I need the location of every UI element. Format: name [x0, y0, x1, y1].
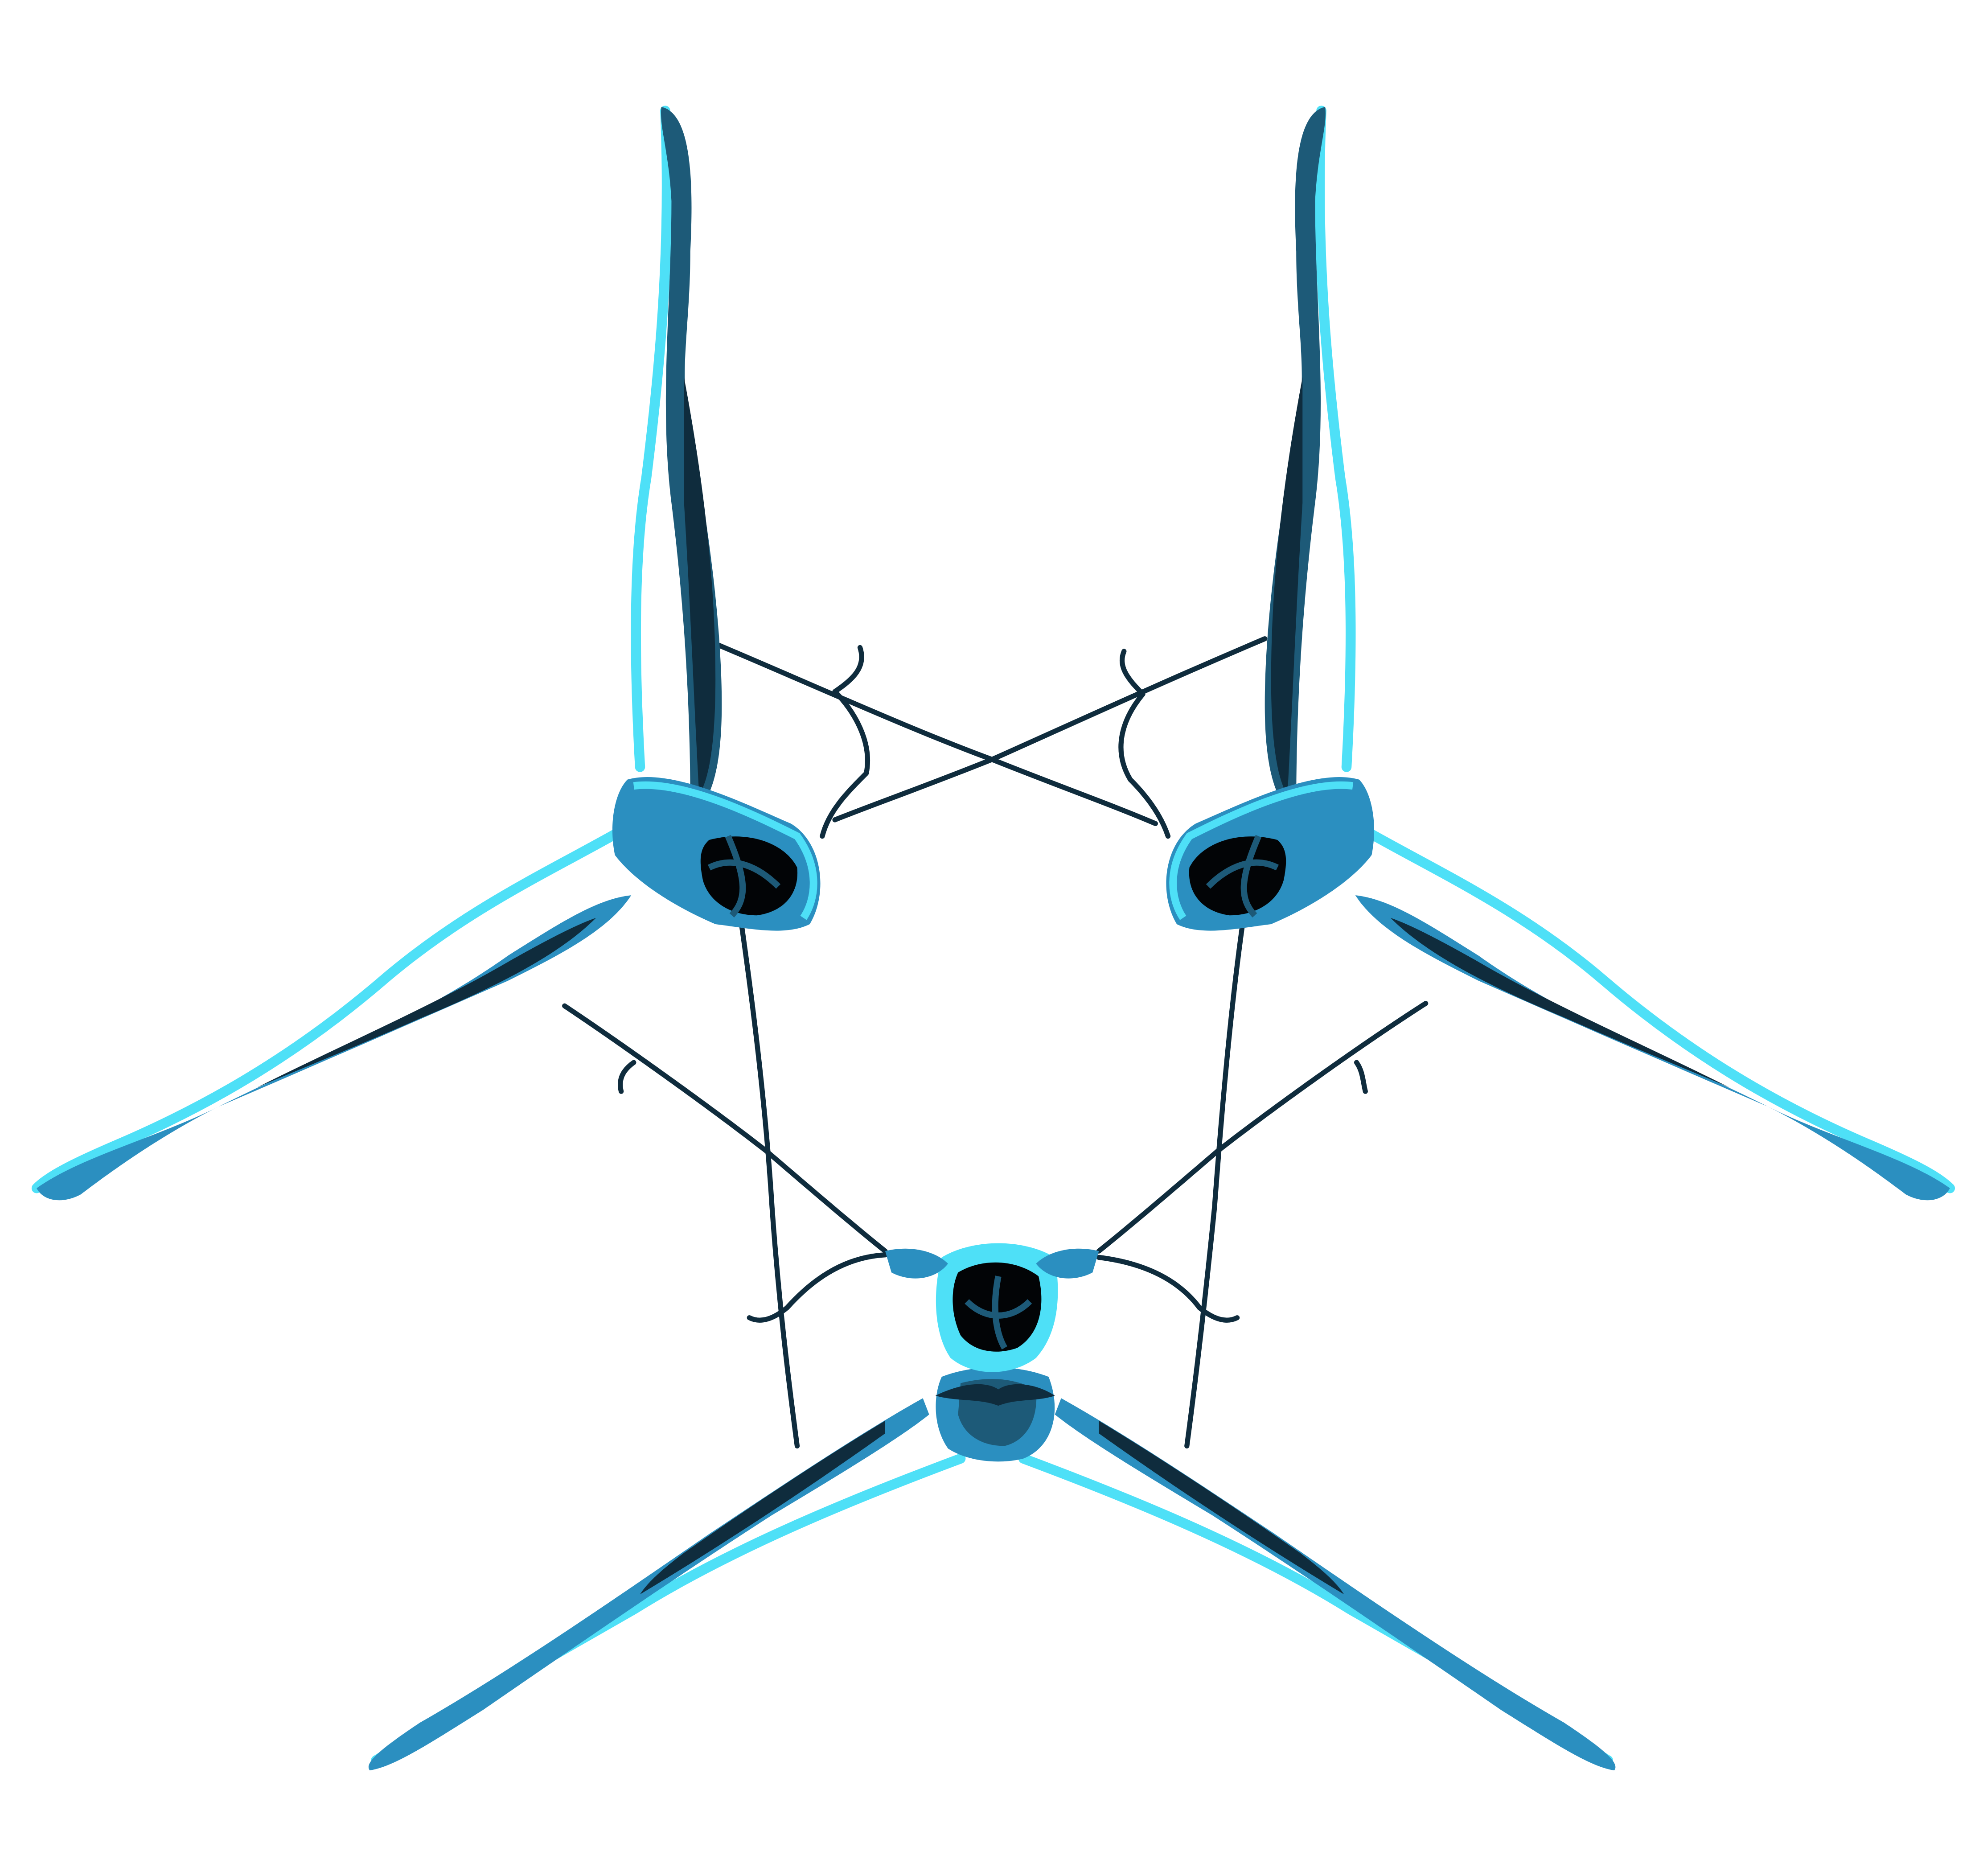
vertical-right [1184, 915, 1246, 1449]
branch-left-lower-hook [618, 1060, 636, 1094]
neuron-bottom [368, 1243, 1616, 1771]
dendrite-left-core [37, 895, 632, 1201]
vertical-left [738, 915, 800, 1449]
soma-shoulder-left [885, 1248, 948, 1279]
branch-top-right-hook [1118, 649, 1171, 839]
branch-right-lower [1096, 1001, 1429, 1254]
soma-shoulder-right [1036, 1248, 1099, 1279]
soma-inner-pattern [707, 835, 781, 918]
dendrite-left-dark [1390, 917, 1730, 1088]
soma-membrane-highlight [633, 781, 817, 920]
dendrite-left-dark [256, 917, 596, 1088]
dendrite-lower-right-dark [1099, 1421, 1344, 1595]
dendrite-up-outline [631, 105, 672, 772]
axon-cross-right-to-left [832, 636, 1268, 823]
dendrite-up-dark [1271, 377, 1303, 795]
soma-waist [935, 1384, 1055, 1406]
soma-nucleus [1189, 836, 1286, 916]
soma-nucleus [700, 836, 798, 916]
branch-left-lower [562, 1003, 888, 1254]
dendrite-left-core [1355, 895, 1950, 1201]
branch-right-lower-tendril [1096, 1255, 1240, 1323]
dendrite-lower-left-dark [640, 1421, 885, 1595]
dendrite-left-outline [31, 819, 639, 1193]
soma-membrane-highlight [1169, 781, 1354, 920]
background [5, 0, 1974, 1876]
dendrite-up-dark [684, 377, 716, 795]
axon-cross-left-to-right [713, 641, 1158, 826]
branch-left-lower-tendril [747, 1252, 888, 1323]
soma-inner-pattern [1206, 835, 1279, 918]
neuron-top-left [31, 105, 821, 1201]
connecting-network [562, 636, 1429, 1449]
soma-nucleus-pattern [965, 1275, 1032, 1349]
neuron-top-right [1166, 105, 1955, 1201]
dendrite-up-outline [1314, 105, 1356, 772]
dendrite-left-outline [1347, 819, 1955, 1193]
branch-top-left-hook [820, 645, 870, 839]
branch-right-lower-hook [1354, 1060, 1368, 1094]
